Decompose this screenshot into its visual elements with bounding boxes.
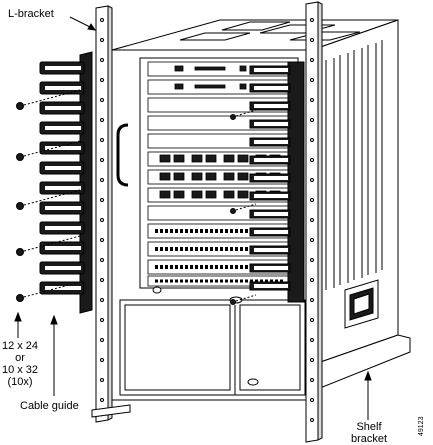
shelf-label: Shelf — [356, 421, 382, 433]
bracket-label: bracket — [350, 433, 388, 445]
screw-size-label: 12 x 24 or 10 x 32 (10x) — [0, 340, 40, 388]
front-handle — [116, 123, 129, 187]
screw-size-2: 10 x 32 — [1, 364, 39, 376]
installed-cable-guide — [249, 61, 305, 303]
top-vents — [179, 21, 361, 41]
screw — [16, 89, 81, 110]
cable-guide-label: Cable guide — [20, 400, 79, 412]
cable-guide — [39, 51, 93, 314]
screw — [16, 281, 81, 302]
screw-or: or — [15, 352, 25, 364]
mounting-screws — [16, 89, 257, 305]
screw — [16, 140, 81, 161]
l-bracket-label: L-bracket — [8, 8, 54, 20]
shelf-bracket-label: Shelf bracket — [345, 421, 393, 445]
figure-id: 49123 — [418, 416, 425, 436]
screw-count: (10x) — [7, 376, 33, 388]
screw-size-1: 12 x 24 — [1, 340, 39, 352]
right-l-bracket — [305, 1, 323, 443]
screw — [16, 189, 81, 210]
left-l-bracket — [91, 5, 131, 423]
side-ribs — [325, 40, 383, 290]
screw — [16, 235, 81, 256]
lower-bay — [119, 299, 306, 396]
callout-arrows — [14, 16, 372, 420]
side-handle — [344, 279, 379, 329]
